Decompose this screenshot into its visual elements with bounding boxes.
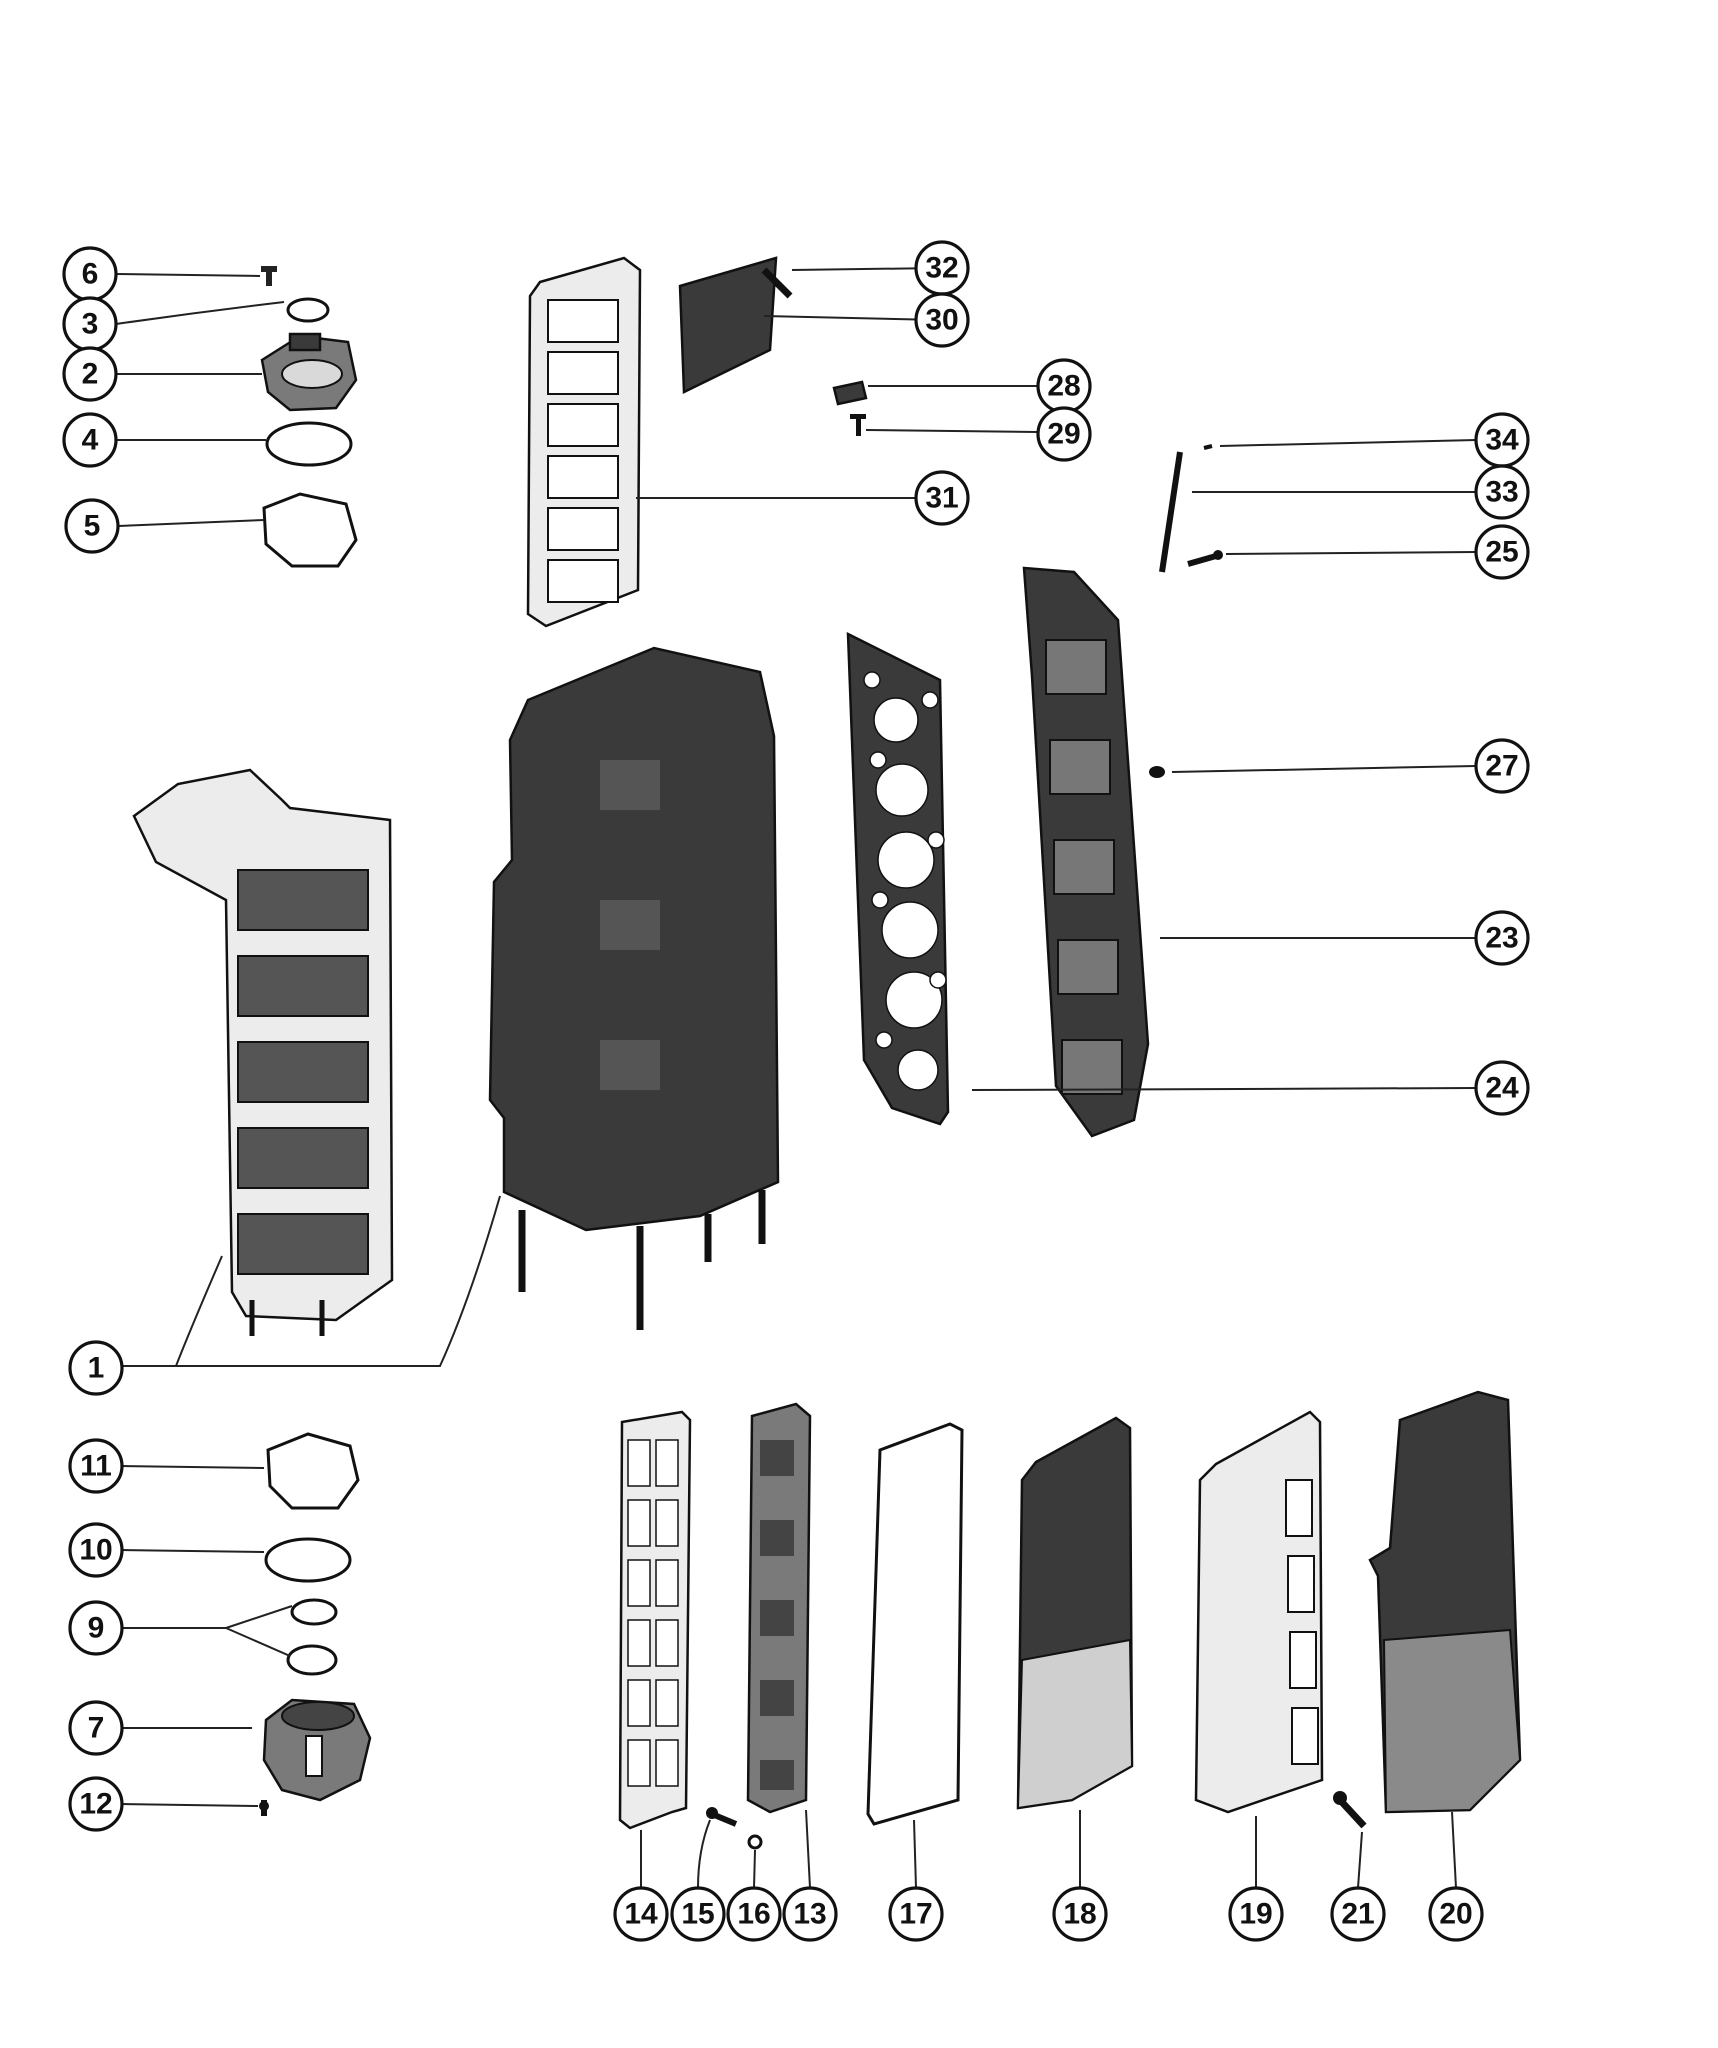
callout-31: 31 bbox=[914, 470, 970, 526]
svg-text:4: 4 bbox=[82, 424, 99, 457]
callout-33: 33 bbox=[1474, 464, 1530, 520]
svg-text:33: 33 bbox=[1485, 476, 1518, 509]
svg-text:17: 17 bbox=[899, 1898, 932, 1931]
head-gasket-24 bbox=[846, 631, 950, 1126]
pin-34 bbox=[1203, 444, 1213, 450]
lower-end-cap-7 bbox=[262, 1698, 372, 1802]
screw-21 bbox=[1333, 1791, 1367, 1829]
callout-24: 24 bbox=[1474, 1060, 1530, 1116]
svg-text:16: 16 bbox=[737, 1898, 770, 1931]
transfer-cover-13 bbox=[746, 1402, 812, 1814]
callout-7: 7 bbox=[68, 1700, 124, 1756]
callout-17: 17 bbox=[888, 1886, 944, 1942]
washer-16 bbox=[747, 1834, 763, 1850]
svg-text:15: 15 bbox=[681, 1898, 714, 1931]
callout-15: 15 bbox=[670, 1886, 726, 1942]
transfer-port-cover-31 bbox=[526, 256, 642, 628]
seal-ring-3 bbox=[286, 297, 330, 323]
cylinder-block-1 bbox=[488, 646, 780, 1330]
callout-21: 21 bbox=[1330, 1886, 1386, 1942]
svg-text:24: 24 bbox=[1485, 1072, 1519, 1105]
svg-text:14: 14 bbox=[624, 1898, 658, 1931]
gasket-17 bbox=[866, 1422, 964, 1826]
svg-text:25: 25 bbox=[1485, 536, 1518, 569]
callout-14: 14 bbox=[613, 1886, 669, 1942]
screw-15 bbox=[706, 1807, 738, 1827]
callout-11: 11 bbox=[68, 1438, 124, 1494]
callout-16: 16 bbox=[726, 1886, 782, 1942]
callout-28: 28 bbox=[1036, 358, 1092, 414]
svg-text:23: 23 bbox=[1485, 922, 1518, 955]
callout-2: 2 bbox=[62, 346, 118, 402]
screw-6 bbox=[261, 266, 277, 286]
callout-12: 12 bbox=[68, 1776, 124, 1832]
callout-18: 18 bbox=[1052, 1886, 1108, 1942]
svg-text:3: 3 bbox=[82, 308, 99, 341]
callout-29: 29 bbox=[1036, 406, 1092, 462]
svg-text:5: 5 bbox=[84, 510, 101, 543]
cylinder-head-23 bbox=[1022, 566, 1150, 1138]
callout-9: 9 bbox=[68, 1600, 124, 1656]
leader-lines bbox=[115, 267, 1477, 1889]
callout-4: 4 bbox=[62, 412, 118, 468]
svg-text:19: 19 bbox=[1239, 1898, 1272, 1931]
svg-text:1: 1 bbox=[88, 1352, 105, 1385]
callout-32: 32 bbox=[914, 240, 970, 296]
svg-text:21: 21 bbox=[1341, 1898, 1374, 1931]
crankcase-left-1 bbox=[132, 768, 394, 1336]
svg-text:34: 34 bbox=[1485, 424, 1519, 457]
svg-text:20: 20 bbox=[1439, 1898, 1472, 1931]
seals-9 bbox=[286, 1598, 338, 1676]
callout-27: 27 bbox=[1474, 738, 1530, 794]
screw-32 bbox=[761, 267, 793, 299]
cover-plate-30 bbox=[678, 256, 778, 394]
svg-text:27: 27 bbox=[1485, 750, 1518, 783]
callout-1: 1 bbox=[68, 1340, 124, 1396]
o-ring-10 bbox=[264, 1537, 352, 1583]
callout-3: 3 bbox=[62, 296, 118, 352]
gasket-19 bbox=[1194, 1410, 1324, 1814]
callout-23: 23 bbox=[1474, 910, 1530, 966]
callout-34: 34 bbox=[1474, 412, 1530, 468]
callout-20: 20 bbox=[1428, 1886, 1484, 1942]
o-ring-4 bbox=[265, 421, 353, 467]
svg-text:12: 12 bbox=[79, 1788, 112, 1821]
svg-text:10: 10 bbox=[79, 1534, 112, 1567]
plug-27 bbox=[1149, 766, 1165, 778]
callout-30: 30 bbox=[914, 292, 970, 348]
svg-text:29: 29 bbox=[1047, 418, 1080, 451]
svg-text:28: 28 bbox=[1047, 370, 1080, 403]
svg-text:18: 18 bbox=[1063, 1898, 1096, 1931]
svg-text:11: 11 bbox=[80, 1450, 112, 1483]
svg-text:31: 31 bbox=[925, 482, 958, 515]
screw-25 bbox=[1187, 550, 1223, 567]
callout-5: 5 bbox=[64, 498, 120, 554]
callout-25: 25 bbox=[1474, 524, 1530, 580]
callout-19: 19 bbox=[1228, 1886, 1284, 1942]
cover-plate-18 bbox=[1016, 1416, 1134, 1810]
gasket-14 bbox=[618, 1410, 692, 1830]
gasket-11 bbox=[266, 1432, 360, 1510]
screw-12 bbox=[259, 1800, 269, 1816]
pin-29 bbox=[850, 414, 866, 436]
exhaust-cover-20 bbox=[1368, 1390, 1522, 1814]
svg-text:32: 32 bbox=[925, 252, 958, 285]
rod-33 bbox=[1159, 451, 1183, 573]
callout-13: 13 bbox=[782, 1886, 838, 1942]
upper-end-cap-2 bbox=[260, 332, 358, 412]
callout-10: 10 bbox=[68, 1522, 124, 1578]
svg-text:2: 2 bbox=[82, 358, 99, 391]
svg-text:13: 13 bbox=[793, 1898, 826, 1931]
svg-text:30: 30 bbox=[925, 304, 958, 337]
svg-text:6: 6 bbox=[82, 258, 99, 291]
gasket-5 bbox=[262, 492, 358, 568]
svg-text:7: 7 bbox=[88, 1712, 105, 1745]
fitting-28 bbox=[832, 380, 868, 406]
svg-text:9: 9 bbox=[88, 1612, 105, 1645]
callout-6: 6 bbox=[62, 246, 118, 302]
